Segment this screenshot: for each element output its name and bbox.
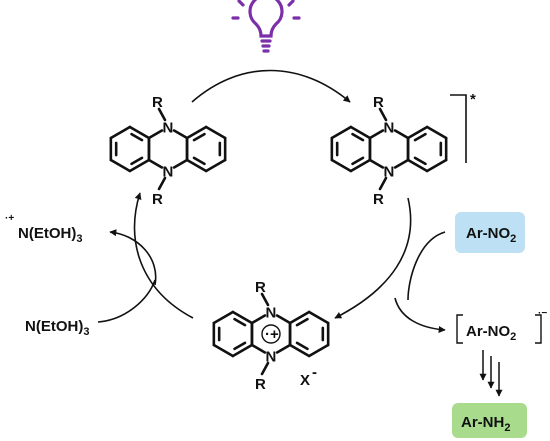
counterion-label: X [300,372,310,389]
central-ring-bond [393,158,410,169]
right-ring-double-bond [192,156,206,166]
right-ring-bond [307,310,330,325]
left-ring-bond [128,158,151,173]
right-ring-double-bond [295,317,309,327]
substituent-bottom: R [255,376,266,393]
left-ring-bond [109,125,132,140]
n-r-bond-bottom [260,361,270,376]
right-ring-bond [288,310,311,325]
excited-state-bracket [450,94,467,163]
n-r-bond-top [378,107,388,122]
right-ring-bond [406,125,429,140]
right-ring-double-bond [413,156,427,166]
right-ring-bond [185,125,208,140]
right-ring-bond [425,125,448,140]
substituent-top: R [152,94,163,111]
left-ring-bond [212,310,235,325]
left-ring-bond [349,125,372,140]
left-ring-bond [231,343,254,358]
right-ring-bond [406,158,429,173]
left-ring-bond [349,158,372,173]
left-ring-double-bond [351,132,365,142]
right-ring-bond [185,158,208,173]
right-ring-double-bond [413,132,427,142]
n-r-bond-top [157,107,167,122]
central-ring-bond [250,314,267,325]
product-label: Ar-NH2 [461,414,510,434]
left-ring-bond [109,158,132,173]
charge-circle [261,324,281,344]
arrow-radical-anion-out [394,297,446,333]
left-ring-double-bond [130,132,144,142]
central-ring-bond [147,158,164,169]
right-ring-double-bond [295,341,309,351]
central-ring-bond [393,129,410,140]
substituent-top: R [373,94,384,111]
central-ring-bond [275,343,292,354]
product-box [452,403,527,438]
nitrogen-bottom: N [163,164,174,181]
nitrogen-bottom: N [384,164,395,181]
radical-anion-bracket-left [456,314,463,344]
right-ring-bond [307,343,330,358]
light-bulb-icon [231,0,301,53]
donor-radical-cation-label: N(EtOH)3 [18,225,82,245]
donor-label: N(EtOH)3 [25,318,89,338]
central-ring-bond [172,129,189,140]
central-ring-bond [368,158,385,169]
left-ring-bond [330,158,353,173]
right-ring-bond [204,125,227,140]
radical-cation-charge: ·+ [265,326,279,343]
excited-state-mark: * [470,91,476,108]
n-r-bond-bottom [378,176,388,191]
left-ring-bond [231,310,254,325]
central-ring-bond [250,343,267,354]
substrate-label: Ar-NO2 [466,225,516,245]
central-ring-bond [147,129,164,140]
left-ring-bond [128,125,151,140]
arrow-donor-radical-out [109,229,157,286]
nitrogen-top: N [384,120,395,137]
counterion-charge: - [312,364,317,381]
arrow-substrate-in [407,231,446,301]
nitrogen-top: N [163,120,174,137]
central-ring-bond [368,129,385,140]
left-ring-double-bond [130,156,144,166]
right-ring-bond [204,158,227,173]
substituent-bottom: R [152,191,163,208]
n-r-bond-top [260,292,270,307]
donor-radical-cation-charge: ·+ [5,213,14,224]
radical-anion-charge: ·− [538,308,547,319]
substrate-box [455,212,525,253]
right-ring-bond [288,343,311,358]
left-ring-bond [212,343,235,358]
left-ring-double-bond [351,156,365,166]
central-ring-bond [275,314,292,325]
left-ring-bond [330,125,353,140]
substituent-bottom: R [373,191,384,208]
radical-anion-bracket-right [535,314,542,344]
substituent-top: R [255,279,266,296]
arrow-reduction [334,197,412,319]
radical-anion-label: Ar-NO2 [466,323,516,343]
arrow-excitation [191,69,351,103]
left-ring-double-bond [233,317,247,327]
right-ring-bond [425,158,448,173]
central-ring-bond [172,158,189,169]
arrow-donor-in [97,279,156,323]
left-ring-double-bond [233,341,247,351]
n-r-bond-bottom [157,176,167,191]
right-ring-double-bond [192,132,206,142]
nitrogen-top: N [266,305,277,322]
arrow-regeneration [133,192,194,319]
nitrogen-bottom: N [266,349,277,366]
